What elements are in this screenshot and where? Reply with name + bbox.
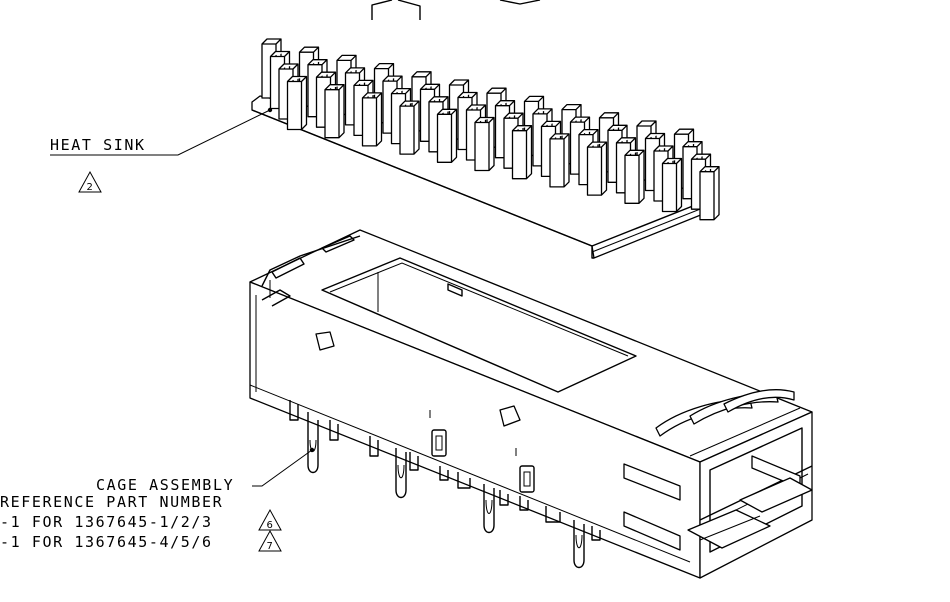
heat-sink-fins xyxy=(261,38,720,221)
note-flag-7: 7 xyxy=(258,529,282,552)
heat-sink-pin xyxy=(324,84,345,139)
heat-sink-pin xyxy=(436,108,458,163)
side-tab xyxy=(499,405,521,427)
side-tab xyxy=(315,331,335,351)
heat-sink-pin xyxy=(474,116,495,172)
heat-sink-callout: HEAT SINK 2 xyxy=(50,107,273,193)
heat-sink-pin xyxy=(399,100,420,155)
cage-leader xyxy=(252,449,313,487)
heat-sink-pin xyxy=(549,133,570,188)
heat-sink-pin xyxy=(511,125,533,180)
cage-top-window xyxy=(321,257,637,393)
cage-assembly-label: CAGE ASSEMBLY xyxy=(96,476,234,494)
note-flag-6: 6 xyxy=(258,508,282,531)
note-flag-2: 2 xyxy=(78,170,102,193)
reference-part-number-label: REFERENCE PART NUMBER xyxy=(0,493,223,511)
cage-callout: CAGE ASSEMBLY REFERENCE PART NUMBER -1 F… xyxy=(0,447,315,552)
heat-sink-leader xyxy=(50,109,271,156)
heat-sink-pin xyxy=(586,141,608,196)
heat-sink-label: HEAT SINK xyxy=(50,136,146,154)
part-number-line-2: -1 FOR 1367645-4/5/6 xyxy=(0,533,213,551)
heat-sink-pin xyxy=(661,157,683,213)
part-number-line-1: -1 FOR 1367645-1/2/3 xyxy=(0,513,213,531)
cage-assembly xyxy=(249,229,813,579)
leader-dot xyxy=(267,107,273,113)
svg-text:2: 2 xyxy=(87,182,93,193)
svg-text:7: 7 xyxy=(267,541,273,552)
heat-sink-pin xyxy=(286,75,308,131)
svg-text:6: 6 xyxy=(267,520,273,531)
cage-port-end xyxy=(623,389,813,553)
heat-sink-pin xyxy=(699,166,720,221)
heat-sink-pin xyxy=(361,92,383,147)
heat-sink xyxy=(251,0,720,259)
leader-dot xyxy=(309,447,315,453)
heat-sink-pin xyxy=(624,149,645,204)
